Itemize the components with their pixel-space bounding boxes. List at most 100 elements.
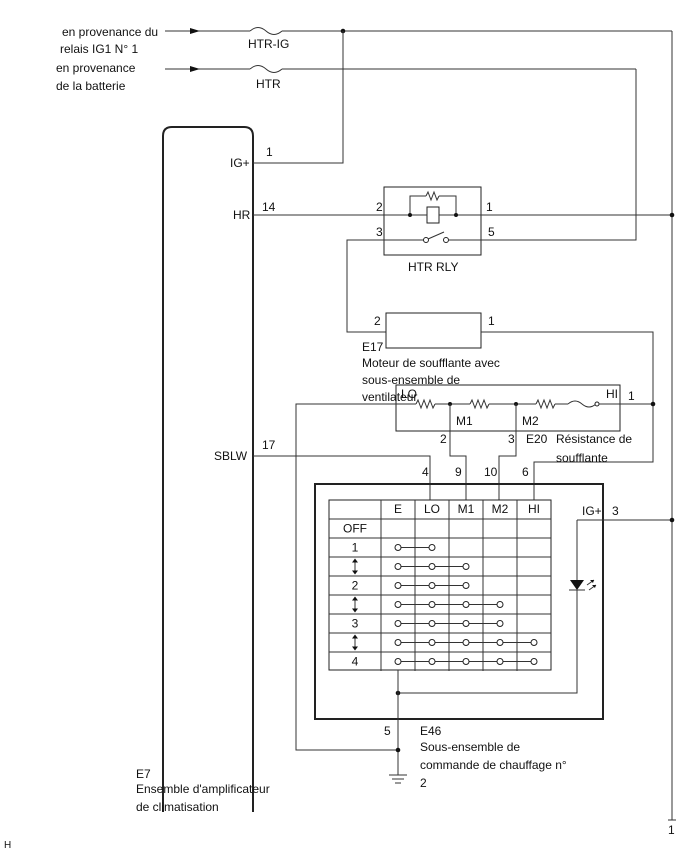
resistor-pin-3: 3 (508, 432, 515, 446)
contact-point (428, 639, 436, 646)
switch-ground-wires (395, 670, 401, 775)
right-bus (668, 31, 676, 821)
amp-pin-igp-num: 1 (266, 145, 273, 159)
fuse-htr-ig-icon (249, 27, 283, 35)
contact-point (394, 658, 402, 665)
resistor-name-line2: soufflante (556, 451, 608, 465)
resistor-label-hi: HI (606, 387, 618, 401)
relay-coil-icon (384, 190, 481, 224)
position-transition-icon (352, 596, 358, 613)
relay-body (383, 186, 482, 256)
arrow-ig1-icon (190, 28, 200, 34)
position-label: 4 (352, 655, 359, 669)
switch-code: E46 (420, 724, 442, 738)
switch-table (328, 499, 552, 671)
switch-name-line2: commande de chauffage n° (420, 758, 567, 772)
contact-point (394, 639, 402, 646)
contact-point (428, 601, 436, 608)
battery-source-line2: de la batterie (56, 79, 126, 93)
contact-point (428, 582, 436, 589)
resistor-label-m2: M2 (522, 414, 539, 428)
contact-point (394, 544, 402, 551)
amp-pin-sblw-name: SBLW (214, 449, 248, 463)
fuse-htr-ig-label: HTR-IG (248, 37, 289, 51)
switch-pin-9: 9 (455, 465, 462, 479)
motor-pin-2: 2 (374, 314, 381, 328)
amp-pin-igp-name: IG+ (230, 156, 250, 170)
switch-igp-label: IG+ (582, 504, 602, 518)
contact-point (394, 601, 402, 608)
table-header-cell: LO (424, 502, 440, 516)
switch-pin-6: 6 (522, 465, 529, 479)
resistor-name-line1: Résistance de (556, 432, 632, 446)
amp-pin-hr-name: HR (233, 208, 251, 222)
relay-wires (346, 69, 675, 333)
contact-point (462, 563, 470, 570)
resistor-label-m1: M1 (456, 414, 473, 428)
motor-pin-1: 1 (488, 314, 495, 328)
position-label: OFF (343, 522, 367, 536)
amp-name-line1: Ensemble d'amplificateur (136, 782, 270, 796)
table-header-cell: M2 (492, 502, 509, 516)
motor-wires (481, 331, 654, 500)
amp-pin-hr-num: 14 (262, 200, 276, 214)
resistor-label-lo: LO (401, 387, 417, 401)
blower-resistor-body (395, 384, 621, 432)
relay-pin-2: 2 (376, 200, 383, 214)
contact-point (496, 658, 504, 665)
relay-name: HTR RLY (408, 260, 458, 274)
ig1-source-line1: en provenance du (62, 25, 158, 39)
contact-point (462, 639, 470, 646)
table-header-cell: HI (528, 502, 540, 516)
switch-pin-10: 10 (484, 465, 498, 479)
relay-pin-5: 5 (488, 225, 495, 239)
relay-pin-1: 1 (486, 200, 493, 214)
fuse-htr-label: HTR (256, 77, 281, 91)
resistor-pin-2: 2 (440, 432, 447, 446)
heater-control-switch-body (314, 483, 604, 720)
blower-motor-body (385, 312, 482, 349)
amp-code: E7 (136, 767, 151, 781)
right-bus-pin: 1 (668, 823, 675, 837)
contact-point (496, 620, 504, 627)
table-header-cell: M1 (458, 502, 475, 516)
switch-name-line1: Sous-ensemble de (420, 740, 520, 754)
contact-point (462, 658, 470, 665)
switch-igp-pin: 3 (612, 504, 619, 518)
feed-wires (165, 27, 672, 73)
ig1-source-line2: relais IG1 N° 1 (60, 42, 138, 56)
switch-pin-4: 4 (422, 465, 429, 479)
contact-point (394, 563, 402, 570)
contact-point (530, 658, 538, 665)
resistor-chain-icon (396, 398, 620, 410)
amplifier-wires (253, 31, 431, 500)
indicator-led-icon (569, 579, 597, 591)
ground-icon (389, 774, 407, 784)
amp-name-line2: de climatisation (136, 800, 219, 814)
thermal-fuse-icon (567, 400, 597, 408)
table-header-cell: E (394, 502, 402, 516)
contact-point (394, 620, 402, 627)
contact-point (496, 601, 504, 608)
contact-point (428, 620, 436, 627)
contact-point (428, 658, 436, 665)
switch-pin-5: 5 (384, 724, 391, 738)
resistor-pin-1: 1 (628, 389, 635, 403)
resistor-code: E20 (526, 432, 548, 446)
fuse-htr-icon (249, 65, 283, 73)
contact-point (428, 563, 436, 570)
contact-point (462, 582, 470, 589)
relay-pin-3: 3 (376, 225, 383, 239)
contact-point (462, 601, 470, 608)
contact-point (462, 620, 470, 627)
battery-source-line1: en provenance (56, 61, 136, 75)
position-transition-icon (352, 558, 358, 575)
contact-point (530, 639, 538, 646)
switch-name-line3: 2 (420, 776, 427, 790)
relay-switch-icon (384, 231, 481, 243)
contact-point (496, 639, 504, 646)
position-transition-icon (352, 634, 358, 651)
contact-point (394, 582, 402, 589)
resistor-wires (295, 401, 656, 751)
